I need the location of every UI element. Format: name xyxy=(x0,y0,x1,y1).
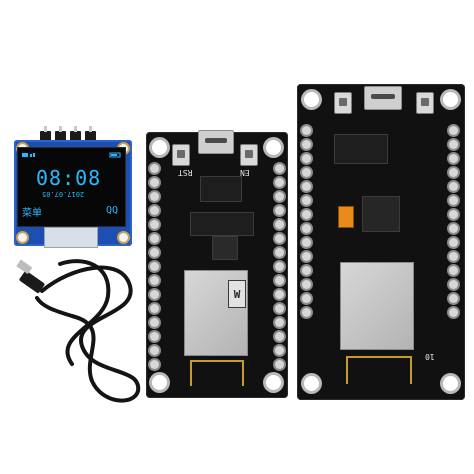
left-board-pcb-antenna xyxy=(190,360,244,386)
right-board-wifi-module-shield xyxy=(340,262,414,350)
left-board-left-pin-header xyxy=(150,164,159,369)
oled-pin xyxy=(40,126,51,144)
left-board-micro-usb-port xyxy=(198,130,234,154)
oled-header-pins xyxy=(40,126,100,144)
right-board-corner-mark: 10 xyxy=(425,352,435,361)
left-board-flash-button xyxy=(240,144,258,166)
oled-qq-label: QQ xyxy=(106,205,119,216)
right-board-mount-hole xyxy=(443,376,458,391)
left-board-mount-hole xyxy=(152,140,167,155)
left-board-mount-hole xyxy=(152,375,167,390)
left-board-rst-label: RST xyxy=(178,168,193,177)
left-board-wifi-logo-icon: W xyxy=(228,280,246,308)
left-board-mount-hole xyxy=(266,375,281,390)
right-board-voltage-regulator xyxy=(362,196,400,232)
left-board-voltage-regulator xyxy=(212,236,238,260)
right-board-flash-button xyxy=(416,92,434,114)
oled-pin xyxy=(70,126,81,144)
left-board-usb-serial-chip xyxy=(200,176,242,202)
oled-clock-time: 08:08 xyxy=(36,166,102,190)
usb-cable-icon xyxy=(16,259,141,403)
left-board-connector-block xyxy=(190,212,254,236)
oled-menu-label: 菜单 xyxy=(22,208,42,219)
oled-date: 2017.07.05 xyxy=(42,190,85,198)
right-board-usb-serial-chip xyxy=(334,134,388,164)
oled-pin xyxy=(55,126,66,144)
oled-mount-hole xyxy=(18,233,27,242)
right-board-left-pin-header xyxy=(302,126,311,317)
oled-display-screen xyxy=(17,147,126,227)
right-board-right-pin-header xyxy=(449,126,458,317)
right-board-micro-usb-port xyxy=(364,86,402,110)
right-board-capacitor xyxy=(338,206,354,228)
oled-status-icons xyxy=(22,152,121,158)
left-board-right-pin-header xyxy=(275,164,284,369)
right-board-mount-hole xyxy=(443,92,458,107)
right-board-reset-button xyxy=(334,92,352,114)
left-devboard xyxy=(146,132,288,398)
right-board-pcb-antenna xyxy=(346,356,412,384)
right-devboard xyxy=(297,84,465,400)
oled-pin xyxy=(85,126,96,144)
left-board-reset-button xyxy=(172,144,190,166)
left-board-mount-hole xyxy=(266,140,281,155)
oled-mount-hole xyxy=(119,233,128,242)
right-board-mount-hole xyxy=(304,376,319,391)
oled-flex-connector xyxy=(44,227,98,248)
right-board-mount-hole xyxy=(304,92,319,107)
